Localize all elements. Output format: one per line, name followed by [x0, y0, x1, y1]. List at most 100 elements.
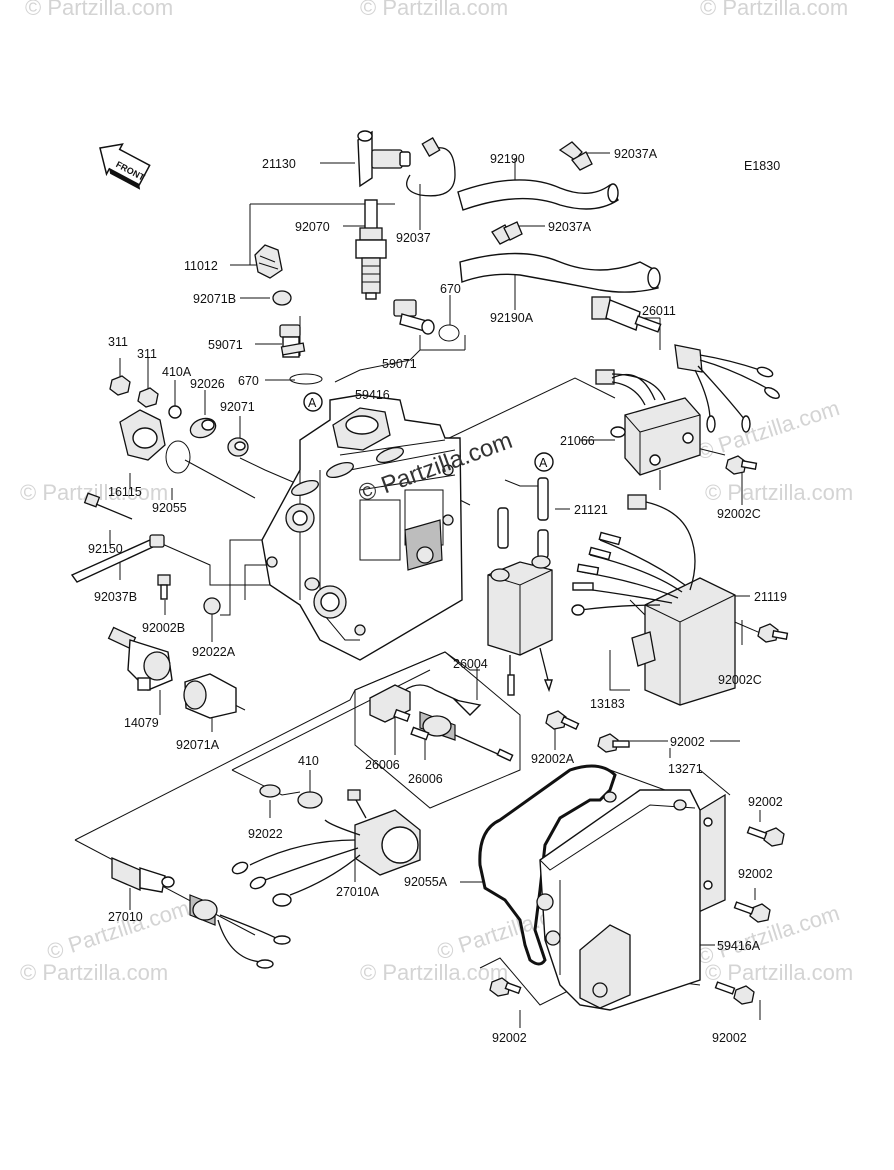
watermark: © Partzilla.com: [700, 0, 848, 20]
grommet-92071B-icon: [272, 290, 292, 306]
bolt-92002-icon: [489, 977, 522, 997]
part-label: 92150: [88, 542, 123, 556]
part-label: 410A: [162, 365, 192, 379]
part-label: 92002: [492, 1031, 527, 1045]
cdi-unit-21119-icon: [571, 494, 736, 706]
fitting-59071-upper-icon: [393, 299, 435, 335]
bolt-92002C-lower-icon: [757, 623, 789, 643]
part-labels: 21130 92190 92037A 92070 92037 92037A 11…: [88, 147, 787, 1045]
clamp-92037-icon: [406, 137, 456, 197]
band-92037B-icon: [70, 534, 165, 583]
washer-410A-icon: [168, 405, 182, 419]
part-label: 13271: [668, 762, 703, 776]
part-label: 92026: [190, 377, 225, 391]
watermark: © Partzilla.com: [705, 960, 853, 985]
plug-cap-26004-icon: [369, 684, 514, 762]
bolt-92002C-icon: [725, 455, 758, 475]
part-label: 92002C: [718, 673, 762, 687]
svg-text:A: A: [308, 396, 317, 410]
cover-59416A-icon: [536, 789, 701, 1011]
washer-92022A-icon: [203, 597, 221, 615]
o-ring-92055-icon: [165, 440, 191, 474]
part-label: 59416A: [717, 939, 761, 953]
part-label: 11012: [184, 259, 218, 273]
part-label: 92022: [248, 827, 283, 841]
watermark: © Partzilla.com: [705, 480, 853, 505]
part-label: 92190A: [490, 311, 534, 325]
clip-92037A-icon: [491, 141, 593, 245]
watermark: © Partzilla.com: [20, 960, 168, 985]
part-label: 92002: [712, 1031, 747, 1045]
part-label: 670: [440, 282, 461, 296]
cap-11012-icon: [254, 244, 283, 279]
part-label: 14079: [124, 716, 159, 730]
part-label: 92037A: [614, 147, 658, 161]
bolt-92002-icon: [597, 733, 630, 753]
front-arrow-icon: FRONT: [99, 143, 151, 190]
part-label: 13183: [590, 697, 625, 711]
part-label: 92002: [670, 735, 705, 749]
part-label: 26004: [453, 657, 488, 671]
part-label: 92055: [152, 501, 187, 515]
fitting-59071-icon: [279, 324, 306, 358]
hose-92190-icon: [457, 179, 619, 211]
part-label: 21121: [574, 503, 608, 517]
part-label: 59071: [208, 338, 243, 352]
watermark: © Partzilla.com: [360, 0, 508, 20]
diagram-code: E1830: [744, 159, 780, 173]
part-label: 21119: [754, 590, 787, 604]
spark-plug-cap-21130-icon: [357, 130, 411, 188]
part-label: 311: [108, 335, 128, 349]
part-label: 26006: [365, 758, 400, 772]
part-label: 92022A: [192, 645, 236, 659]
part-label: 26006: [408, 772, 443, 786]
svg-text:A: A: [539, 456, 548, 470]
cover-92071A-icon: [183, 673, 237, 719]
nut-311-icon: [109, 375, 159, 408]
watermark: © Partzilla.com: [25, 0, 173, 20]
watermark: © Partzilla.com: [694, 395, 843, 465]
o-ring-670-icon: [438, 324, 460, 342]
o-ring-670-lower-icon: [289, 373, 323, 385]
part-label: 16115: [108, 485, 142, 499]
spark-plug-cap-inset-box: [354, 651, 521, 809]
part-label: 670: [238, 374, 259, 388]
cover-59416-icon: [261, 394, 463, 661]
watermark: © Partzilla.com: [360, 960, 508, 985]
sensor-27010A-icon: [231, 789, 421, 907]
part-label: 27010: [108, 910, 143, 924]
cap-16115-icon: [119, 409, 166, 461]
part-label: 92002C: [717, 507, 761, 521]
sensor-27010-icon: [111, 857, 291, 969]
part-label: 92071: [220, 400, 255, 414]
callout-a-marker: A: [534, 452, 554, 472]
part-label: 92071A: [176, 738, 220, 752]
watermark: © Partzilla.com: [44, 895, 193, 965]
part-label: 92002: [738, 867, 773, 881]
regulator-21066-icon: [595, 369, 701, 476]
connector-26011-icon: [591, 296, 780, 433]
bolt-92150-icon: [83, 492, 133, 520]
part-label: 21130: [262, 157, 296, 171]
bolt-92002-icon: [733, 901, 771, 923]
grommet-92071-icon: [227, 437, 249, 457]
part-label: 59071: [382, 357, 417, 371]
part-label: 92002A: [531, 752, 575, 766]
part-label: 27010A: [336, 885, 380, 899]
bolt-92002-icon: [746, 826, 785, 847]
part-label: 92002B: [142, 621, 185, 635]
plug-92026-icon: [189, 417, 217, 439]
part-label: 26011: [642, 304, 676, 318]
part-label: 92070: [295, 220, 330, 234]
spark-plug-92070-icon: [355, 199, 387, 300]
washer-410-icon: [297, 791, 323, 809]
sensor-14079-icon: [107, 626, 173, 691]
part-label: 21066: [560, 434, 595, 448]
part-label: 92055A: [404, 875, 448, 889]
part-label: 92037B: [94, 590, 137, 604]
part-label: 92037: [396, 231, 431, 245]
part-label: 92190: [490, 152, 525, 166]
bolt-92002-icon: [714, 981, 755, 1005]
part-label: 92037A: [548, 220, 592, 234]
